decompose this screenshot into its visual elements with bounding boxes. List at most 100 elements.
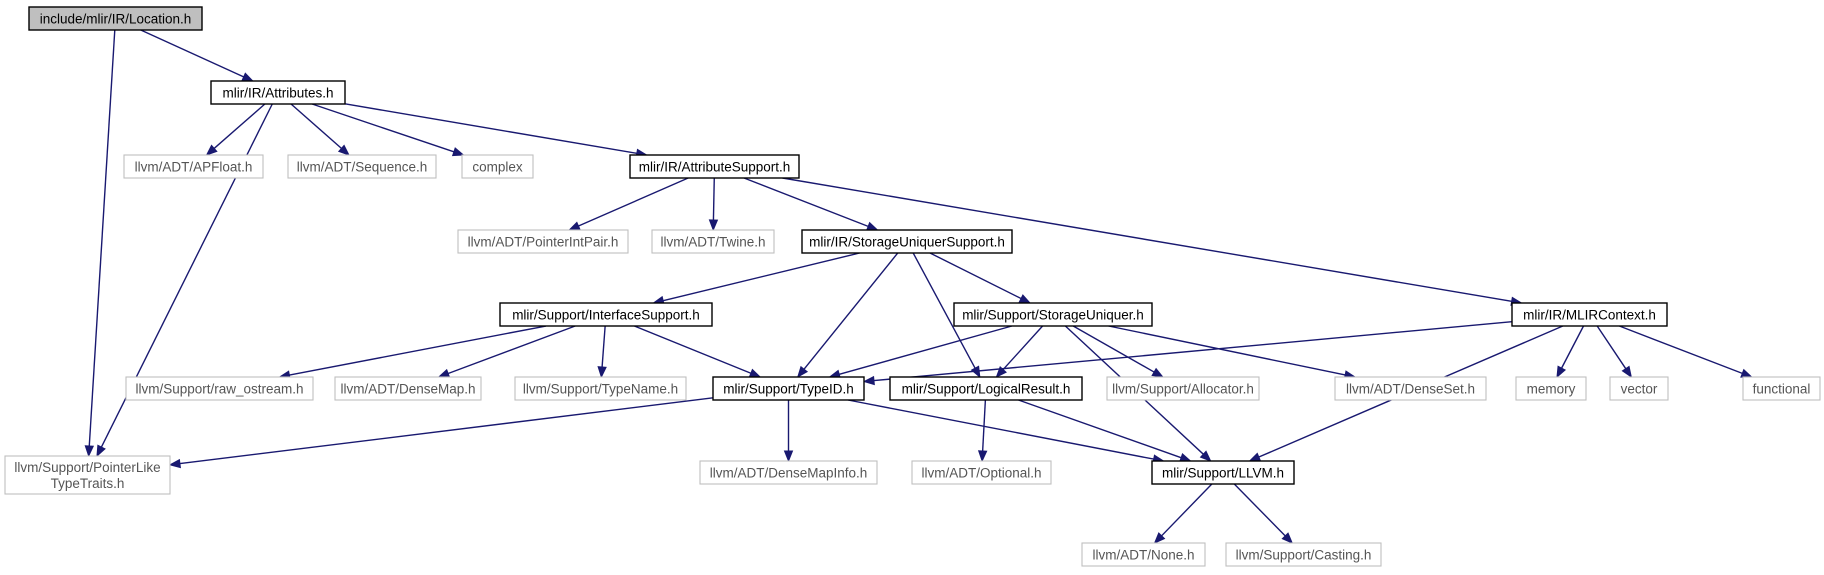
edge-mlircontext-to-vector [1596, 325, 1633, 379]
node-box [123, 154, 264, 179]
edge-line [1072, 325, 1155, 373]
node-label: mlir/IR/Attributes.h [222, 86, 333, 101]
arrowhead [451, 147, 465, 157]
node-sequence: llvm/ADT/Sequence.h [287, 154, 437, 179]
node-apfloat: llvm/ADT/APFloat.h [123, 154, 264, 179]
node-box [4, 455, 171, 495]
node-box [287, 154, 437, 179]
arrowhead [1153, 532, 1166, 544]
node-attributes[interactable]: mlir/IR/Attributes.h [210, 80, 346, 105]
node-box [699, 460, 878, 485]
node-rawostream: llvm/Support/raw_ostream.h [125, 376, 314, 401]
node-storageuniqsupport[interactable]: mlir/IR/StorageUniquerSupport.h [801, 229, 1013, 254]
arrowhead [995, 366, 1007, 378]
edge-location-to-pointerlike [84, 29, 116, 458]
edge-llvmh-to-none [1153, 483, 1213, 544]
node-label: memory [1527, 382, 1576, 397]
node-box [1515, 376, 1587, 401]
node-label: llvm/ADT/Twine.h [660, 235, 765, 250]
node-casting: llvm/Support/Casting.h [1225, 542, 1382, 567]
edge-interfacesupport-to-typename [597, 325, 607, 379]
edge-line [1108, 325, 1346, 376]
node-box [1081, 542, 1206, 567]
node-typeid[interactable]: mlir/Support/TypeID.h [712, 376, 865, 401]
edge-line [929, 252, 1022, 300]
node-twine: llvm/ADT/Twine.h [651, 229, 775, 254]
edge-mlircontext-to-typeid [862, 320, 1513, 386]
node-label: llvm/ADT/Optional.h [921, 466, 1041, 481]
node-box [801, 229, 1013, 254]
node-label: llvm/ADT/Sequence.h [297, 160, 428, 175]
edge-line [803, 252, 899, 370]
node-label: mlir/Support/LLVM.h [1162, 466, 1284, 481]
arrowhead [1281, 532, 1294, 544]
node-vector: vector [1609, 376, 1669, 401]
arrowhead [865, 221, 879, 231]
arrowhead [748, 368, 762, 378]
node-label: llvm/ADT/None.h [1092, 548, 1194, 563]
node-label: mlir/Support/InterfaceSupport.h [512, 308, 700, 323]
node-box [461, 154, 534, 179]
arrowhead [205, 144, 218, 156]
node-denseset: llvm/ADT/DenseSet.h [1334, 376, 1487, 401]
arrowhead [84, 445, 95, 458]
edge-line [289, 325, 547, 376]
node-location[interactable]: include/mlir/IR/Location.h [28, 6, 203, 31]
node-label: mlir/Support/TypeID.h [723, 382, 854, 397]
node-box [1106, 376, 1260, 401]
edge-logicalresult-to-llvmh [1018, 399, 1192, 462]
node-layer: include/mlir/IR/Location.h mlir/IR/Attrib… [4, 6, 1821, 567]
edge-line [1161, 483, 1213, 537]
arrowhead [862, 375, 875, 386]
node-mlircontext[interactable]: mlir/IR/MLIRContext.h [1511, 302, 1668, 327]
edge-line [1560, 325, 1585, 369]
edge-line [1233, 483, 1286, 537]
node-label: llvm/Support/TypeName.h [523, 382, 678, 397]
edge-line [447, 325, 576, 375]
node-box [499, 302, 713, 327]
arrowhead [1199, 450, 1212, 462]
edge-line [1002, 325, 1044, 371]
node-box [1511, 302, 1668, 327]
edge-line [981, 399, 987, 452]
node-llvmh[interactable]: mlir/Support/LLVM.h [1151, 460, 1295, 485]
edge-mlircontext-to-memory [1556, 325, 1585, 379]
edge-typeid-to-pointerlike [168, 397, 714, 469]
node-densemapinfo: llvm/ADT/DenseMapInfo.h [699, 460, 878, 485]
node-pointerintpair: llvm/ADT/PointerIntPair.h [457, 229, 629, 254]
node-box [334, 376, 482, 401]
node-storageuniquer[interactable]: mlir/Support/StorageUniquer.h [953, 302, 1153, 327]
node-label: llvm/ADT/DenseMap.h [340, 382, 475, 397]
node-label: llvm/ADT/DenseMapInfo.h [710, 466, 868, 481]
arrowhead [1179, 453, 1192, 462]
node-logicalresult[interactable]: mlir/Support/LogicalResult.h [889, 376, 1083, 401]
node-box [210, 80, 346, 105]
node-interfacesupport[interactable]: mlir/Support/InterfaceSupport.h [499, 302, 713, 327]
edge-line [839, 325, 1013, 375]
edge-line [847, 399, 1154, 460]
node-attrsupport[interactable]: mlir/IR/AttributeSupport.h [629, 154, 800, 179]
node-label: TypeTraits.h [51, 476, 125, 491]
arrowhead [337, 144, 350, 156]
arrowhead [568, 221, 581, 231]
node-box [1225, 542, 1382, 567]
node-label: functional [1753, 382, 1811, 397]
edge-line [213, 103, 266, 149]
arrowhead [437, 368, 451, 378]
node-label: llvm/ADT/PointerIntPair.h [468, 235, 619, 250]
node-label: llvm/Support/PointerLike [14, 460, 160, 475]
edge-attributes-to-sequence [290, 103, 350, 156]
edge-line [140, 29, 244, 78]
edge-line [873, 320, 1513, 382]
edge-line [1619, 325, 1743, 375]
node-label: include/mlir/IR/Location.h [40, 12, 192, 27]
node-box [629, 154, 800, 179]
edge-line [311, 103, 455, 153]
node-box [1151, 460, 1295, 485]
node-functional: functional [1742, 376, 1821, 401]
node-box [514, 376, 687, 401]
node-complex: complex [461, 154, 534, 179]
node-box [1742, 376, 1821, 401]
